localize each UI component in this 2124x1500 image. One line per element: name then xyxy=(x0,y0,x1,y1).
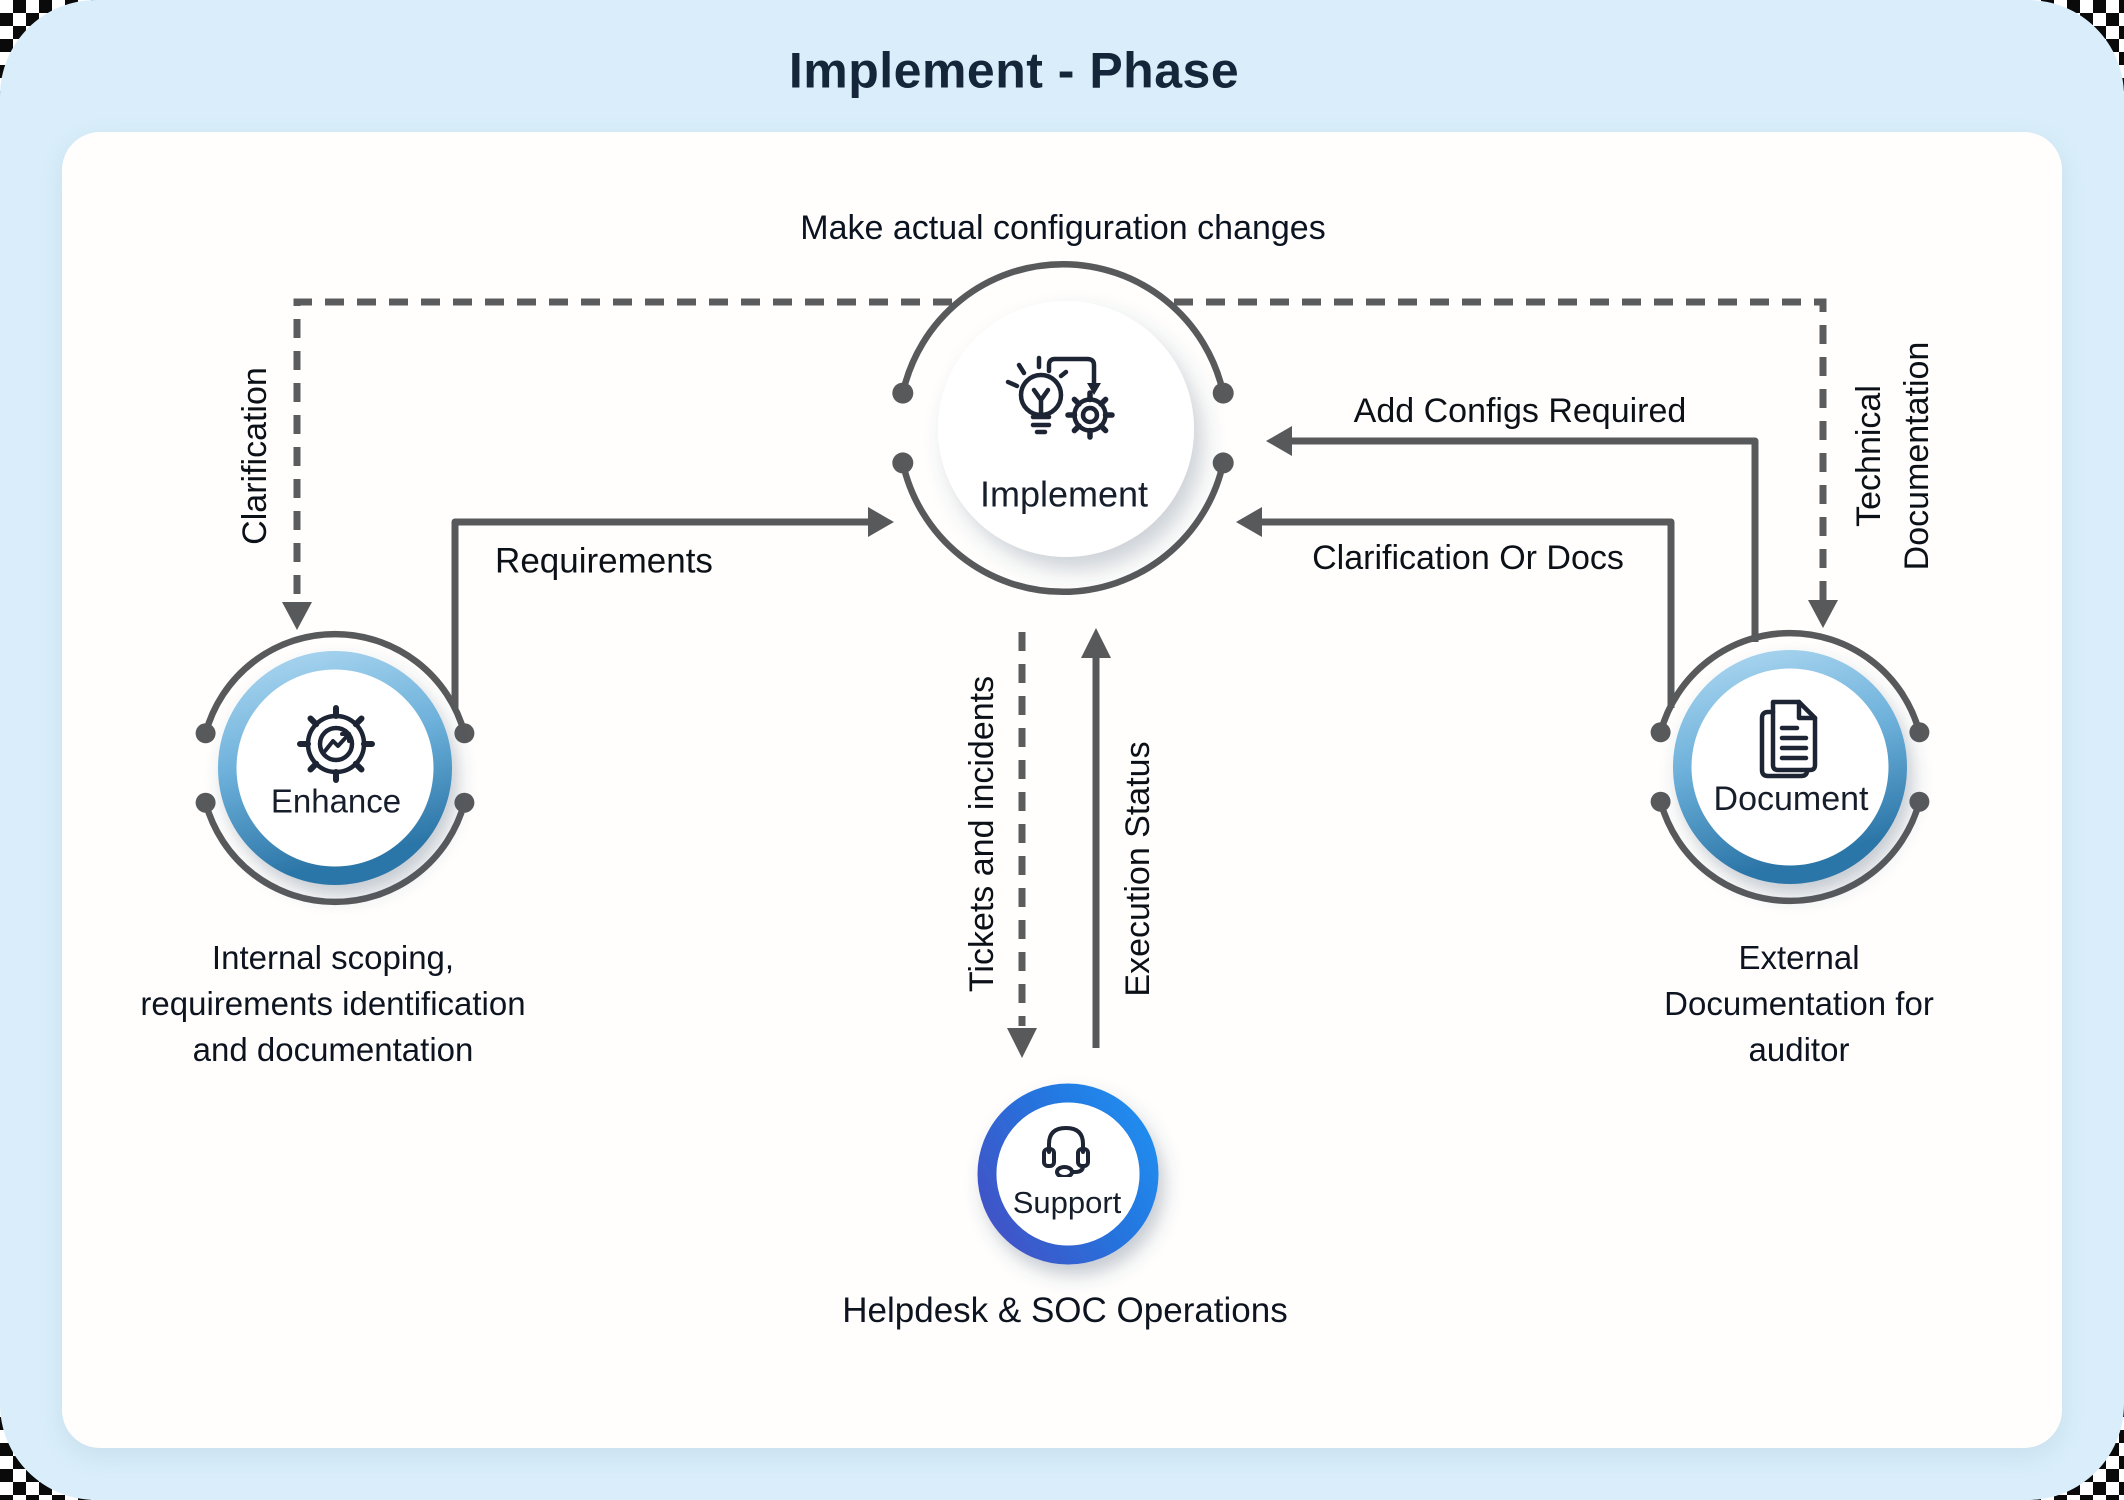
support-caption: Helpdesk & SOC Operations xyxy=(842,1291,1288,1330)
node-document-shape xyxy=(1650,629,1930,905)
edge-requirements-label: Requirements xyxy=(495,541,713,581)
page-title: Implement - Phase xyxy=(788,42,1240,99)
document-caption: External Documentation for auditor xyxy=(1664,939,1934,1068)
arrowhead-tickets xyxy=(1007,1028,1037,1058)
headset-icon xyxy=(1042,1126,1090,1177)
node-implement-label: Implement xyxy=(979,473,1149,515)
arrowhead-clarification xyxy=(282,602,312,630)
edge-execution-status-label: Execution Status xyxy=(1119,741,1158,997)
gear-growth-icon xyxy=(297,705,375,783)
arrowhead-clarification-or-docs xyxy=(1236,507,1262,537)
solid-connectors xyxy=(451,437,1759,1048)
edge-add-configs-label: Add Configs Required xyxy=(1353,392,1687,431)
arrowhead-add-configs xyxy=(1266,426,1292,456)
node-support-shape xyxy=(977,1083,1159,1265)
top-note: Make actual configuration changes xyxy=(800,209,1326,248)
enhance-caption: Internal scoping, requirements identific… xyxy=(140,939,526,1068)
document-icon xyxy=(1759,699,1818,779)
arrowhead-execution-status xyxy=(1081,628,1111,658)
edge-technical-documentation-line xyxy=(1174,298,1827,600)
node-implement-shape xyxy=(892,260,1234,596)
edge-technical-documentation-label: Technical Documentation xyxy=(1850,341,1936,571)
node-enhance-label: Enhance xyxy=(270,782,402,820)
edge-clarification-label: Clarification xyxy=(236,367,275,545)
edge-clarification-or-docs-label: Clarification Or Docs xyxy=(1312,539,1624,578)
edge-tickets-label: Tickets and incidents xyxy=(963,675,1002,993)
dashed-connectors xyxy=(293,298,1827,1026)
edge-clarification-or-docs-line xyxy=(1260,518,1675,708)
idea-gear-icon xyxy=(1005,355,1115,440)
edge-add-configs-line xyxy=(1290,437,1759,642)
edge-clarification-line xyxy=(293,298,952,604)
node-enhance-shape xyxy=(195,630,475,906)
arrowheads xyxy=(282,426,1838,1058)
arrowhead-technical-documentation xyxy=(1808,600,1838,628)
node-document-label: Document xyxy=(1713,780,1869,819)
edge-requirements-line xyxy=(451,518,870,708)
arrowhead-requirements xyxy=(868,507,894,537)
node-support-label: Support xyxy=(1012,1185,1122,1221)
